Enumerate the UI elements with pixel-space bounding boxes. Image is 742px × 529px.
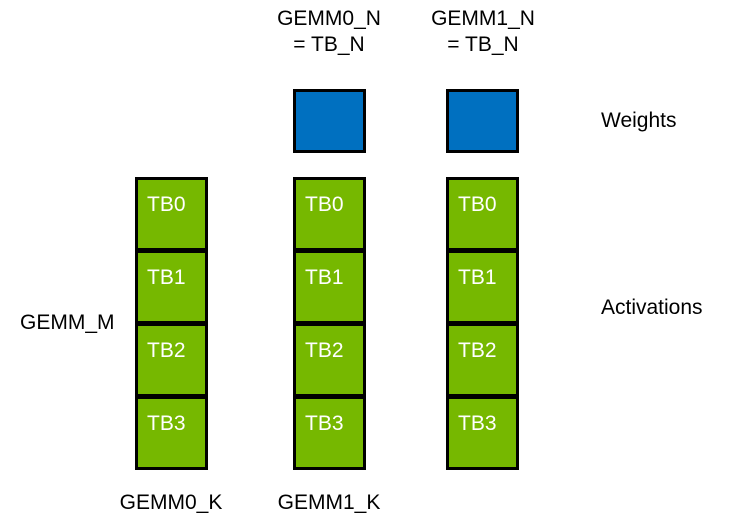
activation-column-0: TB0 TB1 TB2 TB3 — [135, 177, 208, 470]
tb-block: TB2 — [293, 323, 366, 397]
tb-block: TB0 — [135, 177, 208, 251]
tb-block-label: TB2 — [147, 339, 186, 362]
weight-box-gemm1 — [446, 89, 519, 153]
tb-block-label: TB3 — [305, 412, 344, 435]
tb-block: TB1 — [293, 250, 366, 324]
label-gemm-m: GEMM_M — [20, 311, 115, 334]
tb-block-label: TB3 — [147, 412, 186, 435]
bottom-label-gemm0: GEMM0_K — [119, 491, 223, 514]
tb-block: TB3 — [135, 396, 208, 470]
tb-block: TB1 — [135, 250, 208, 324]
bottom-label-gemm1: GEMM1_K — [277, 491, 381, 514]
tb-block-label: TB0 — [458, 193, 497, 216]
activation-column-2: TB0 TB1 TB2 TB3 — [446, 177, 519, 470]
tb-block: TB0 — [293, 177, 366, 251]
activation-column-1: TB0 TB1 TB2 TB3 — [293, 177, 366, 470]
weight-box-gemm0 — [293, 89, 366, 153]
top-label-gemm1-line2: = TB_N — [447, 33, 519, 56]
tb-block-label: TB2 — [458, 339, 497, 362]
tb-block: TB3 — [446, 396, 519, 470]
top-label-gemm0-line1: GEMM0_N — [277, 7, 381, 30]
tb-block-label: TB0 — [147, 193, 186, 216]
tb-block: TB3 — [293, 396, 366, 470]
row-label-weights: Weights — [601, 109, 677, 132]
tb-block-label: TB1 — [147, 266, 186, 289]
tb-block-label: TB0 — [305, 193, 344, 216]
top-label-gemm0-line2: = TB_N — [293, 33, 365, 56]
row-label-activations: Activations — [601, 296, 703, 319]
tb-block-label: TB1 — [305, 266, 344, 289]
tb-block-label: TB1 — [458, 266, 497, 289]
tb-block: TB1 — [446, 250, 519, 324]
top-label-gemm0: GEMM0_N = TB_N — [254, 6, 404, 58]
top-label-gemm1-line1: GEMM1_N — [431, 7, 535, 30]
tb-block: TB0 — [446, 177, 519, 251]
tb-block-label: TB3 — [458, 412, 497, 435]
tb-block: TB2 — [135, 323, 208, 397]
top-label-gemm1: GEMM1_N = TB_N — [408, 6, 558, 58]
tb-block: TB2 — [446, 323, 519, 397]
tb-block-label: TB2 — [305, 339, 344, 362]
